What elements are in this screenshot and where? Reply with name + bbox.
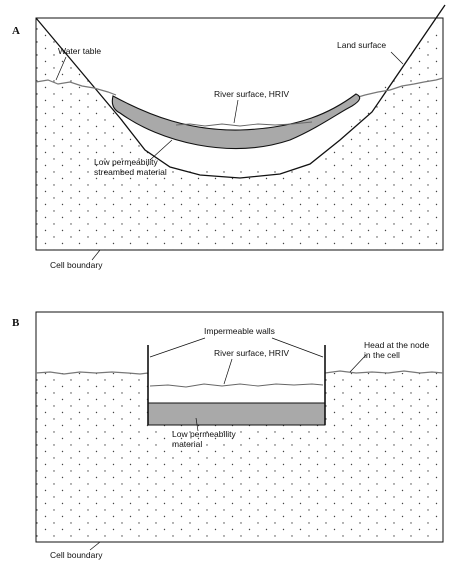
- river-surface-label-a: River surface, HRIV: [214, 89, 289, 99]
- streambed-material: [111, 93, 361, 150]
- aquifer-stipple-b-left: [36, 373, 149, 541]
- aquifer-stipple-a: [36, 18, 443, 250]
- aquifer-stipple-b-right: [325, 373, 443, 541]
- material-label-1: Low permeability: [172, 429, 237, 439]
- streambed-leader: [149, 139, 173, 161]
- streambed-label-1: Low permeability: [94, 157, 159, 167]
- wall-leader-right: [271, 337, 324, 358]
- river-surface-label-b: River surface, HRIV: [214, 348, 289, 358]
- cell-boundary-leader-b: [89, 541, 101, 551]
- material-leader: [195, 417, 199, 432]
- land-surface-leader: [390, 51, 404, 65]
- land-surface-a: [35, 4, 446, 179]
- panel-a: A Water table Land surface River surface…: [12, 4, 446, 270]
- material-label-2: material: [172, 439, 202, 449]
- head-line-left: [35, 371, 149, 375]
- panel-b-letter: B: [12, 317, 20, 329]
- river-surface-leader-a: [233, 99, 239, 124]
- cell-boundary-leader-a: [91, 249, 101, 261]
- panel-b: B Impermeable walls River surface, HRIV …: [12, 311, 444, 560]
- head-label-2: in the cell: [364, 350, 400, 360]
- head-leader: [349, 354, 367, 373]
- panel-a-letter: A: [12, 25, 20, 37]
- cell-boundary-label-b: Cell boundary: [50, 550, 103, 560]
- river-surface-leader-b: [223, 358, 233, 385]
- river-surface-line-b: [149, 383, 324, 388]
- head-label-1: Head at the node: [364, 340, 429, 350]
- aquifer-stipple-b-bottom: [148, 425, 325, 541]
- impermeable-walls-label: Impermeable walls: [204, 326, 275, 336]
- streambed-label-2: streambed material: [94, 167, 167, 177]
- cell-boundary-label-a: Cell boundary: [50, 260, 103, 270]
- wall-leader-left: [149, 337, 206, 358]
- water-table-right: [354, 77, 444, 99]
- land-surface-label: Land surface: [337, 40, 386, 50]
- water-table-label: Water table: [58, 46, 101, 56]
- water-table-left: [35, 79, 117, 96]
- low-permeability-material: [147, 402, 326, 426]
- cell-boundary-b: [35, 311, 444, 543]
- water-table-leader: [55, 56, 67, 81]
- river-surface-line-a: [175, 121, 313, 127]
- head-line-right: [324, 370, 444, 374]
